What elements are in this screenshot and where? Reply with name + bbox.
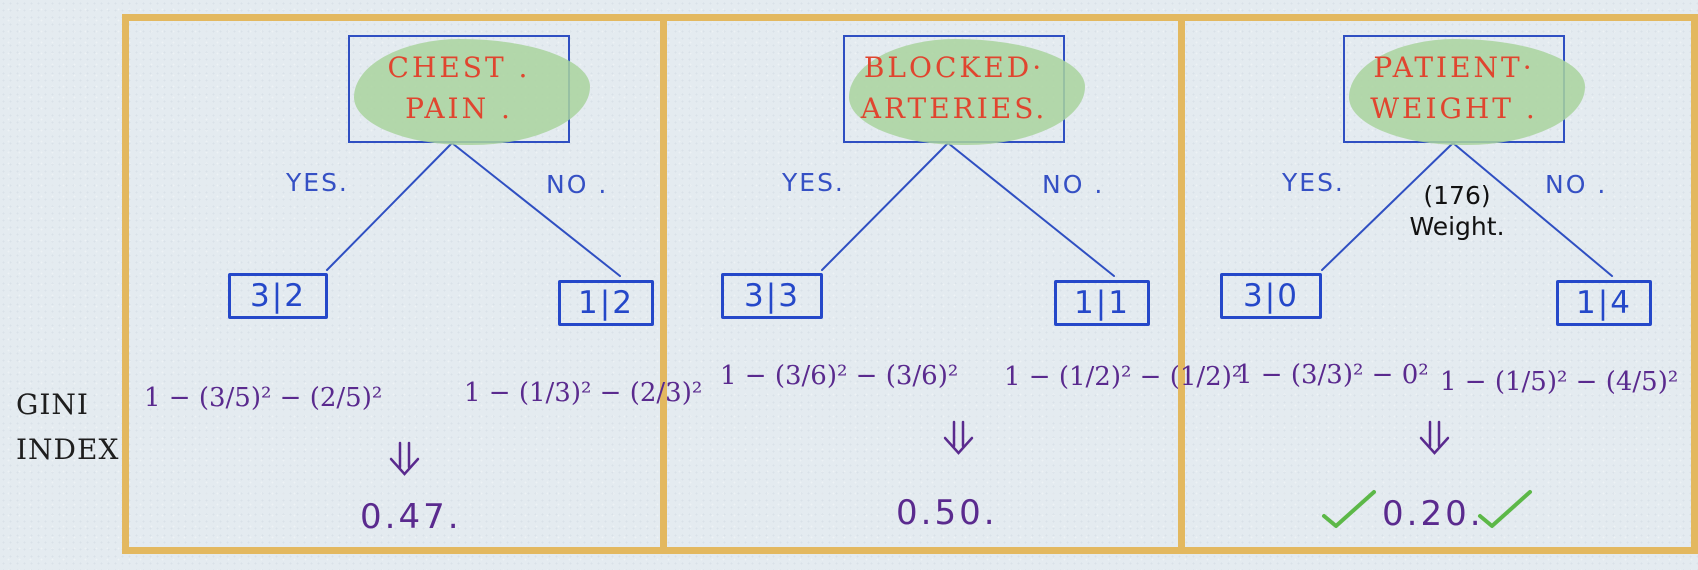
branch-no-label: NO . [1545, 170, 1608, 199]
checkmark-icon [1322, 490, 1376, 528]
gini-formula-no: 1 − (1/5)² − (4/5)² [1440, 367, 1679, 397]
leaf-no-counts: 1|1 [1054, 280, 1150, 326]
leaf-yes-counts: 3|0 [1220, 273, 1322, 319]
double-down-arrow-icon [389, 441, 420, 476]
edge-no-2 [947, 142, 1115, 277]
double-down-arrow-icon [1419, 420, 1450, 455]
branch-no-label: NO . [1042, 170, 1105, 199]
gini-formula-yes: 1 − (3/6)² − (3/6)² [720, 361, 959, 391]
gini-formula-no: 1 − (1/2)² − (1/2)² [1004, 362, 1243, 392]
root-label-line-2: PAIN . [405, 92, 513, 125]
root-node-patient-weight: PATIENT· WEIGHT . [1343, 35, 1585, 145]
edge-yes-2 [821, 142, 949, 271]
gini-result: 0.50. [896, 493, 998, 533]
leaf-no-counts: 1|2 [558, 280, 654, 326]
root-node-blocked-arteries: BLOCKED· ARTERIES. [843, 35, 1085, 145]
edge-yes-3 [1321, 142, 1454, 271]
branch-yes-label: YES. [286, 168, 349, 197]
highlight-blob [849, 39, 1085, 145]
branch-yes-label: YES. [1282, 168, 1345, 197]
leaf-yes-counts: 3|3 [721, 273, 823, 319]
gini-index-label: GINI INDEX [16, 388, 120, 466]
root-node-chest-pain: CHEST . PAIN . [348, 35, 590, 145]
edge-no-3 [1452, 142, 1613, 277]
gini-formula-yes: 1 − (3/5)² − (2/5)² [144, 383, 383, 413]
root-label-line-1: BLOCKED· [863, 51, 1045, 85]
checkmark-icon [1478, 490, 1532, 528]
branch-yes-label: YES. [782, 168, 845, 197]
root-label-line-2: WEIGHT . [1370, 92, 1538, 125]
panel-frame-patient-weight [1178, 14, 1698, 554]
highlight-blob [354, 39, 590, 145]
root-label-line-1: CHEST . [387, 51, 531, 85]
gini-formula-no: 1 − (1/3)² − (2/3)² [464, 378, 703, 408]
branch-no-label: NO . [546, 170, 609, 199]
leaf-yes-counts: 3|2 [228, 273, 328, 319]
highlight-blob [1349, 39, 1585, 145]
threshold-note: (176) Weight. [1409, 181, 1505, 242]
leaf-no-counts: 1|4 [1556, 280, 1652, 326]
root-label-line-2: ARTERIES. [860, 92, 1048, 125]
double-down-arrow-icon [943, 420, 974, 455]
gini-result: 0.47. [360, 497, 462, 537]
gini-formula-yes: 1 − (3/3)² − 0² [1236, 360, 1429, 390]
gini-result: 0.20. [1382, 494, 1484, 534]
edge-no-1 [451, 142, 621, 277]
edge-yes-1 [326, 142, 453, 271]
root-label-line-1: PATIENT· [1373, 51, 1535, 85]
